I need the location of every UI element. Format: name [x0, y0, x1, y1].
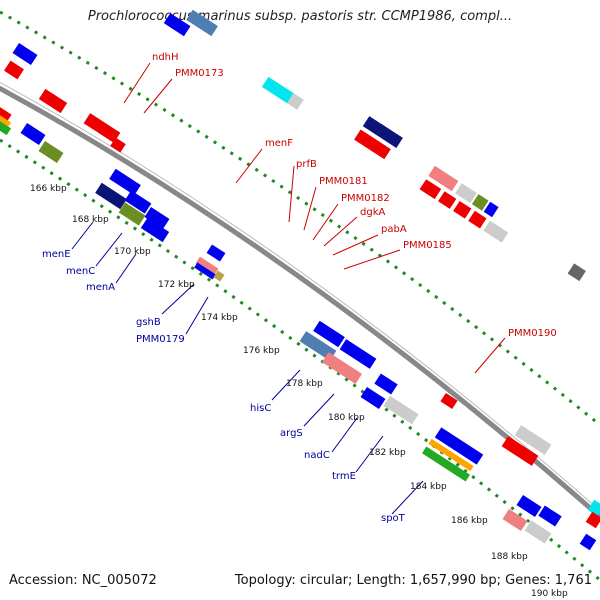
- tick-label: 168 kbp: [72, 215, 109, 225]
- gene-feature: [38, 88, 68, 114]
- tick-label: 166 kbp: [30, 184, 67, 194]
- tick-label: 174 kbp: [201, 313, 238, 323]
- genome-backbone: [0, 85, 600, 521]
- gene-label-top: dgkA: [360, 207, 385, 218]
- gene-feature: [440, 392, 458, 410]
- gene-feature: [109, 168, 141, 196]
- gene-feature: [83, 113, 121, 143]
- tick-label: 186 kbp: [451, 516, 488, 526]
- gene-label-top: PMM0185: [403, 240, 452, 251]
- gene-label-top: PMM0173: [175, 68, 224, 79]
- gene-feature: [455, 183, 477, 204]
- gene-label-bottom: gshB: [136, 317, 161, 328]
- gene-label-top: menF: [265, 138, 293, 149]
- gene-label-top: PMM0181: [319, 176, 368, 187]
- tick-label: 182 kbp: [369, 448, 406, 458]
- gene-feature: [38, 140, 64, 164]
- gene-feature: [438, 191, 457, 209]
- gene-feature: [434, 427, 484, 465]
- gene-feature: [186, 9, 218, 37]
- gene-feature: [501, 436, 539, 466]
- gene-feature: [502, 508, 528, 532]
- gene-feature: [428, 438, 474, 472]
- gene-feature: [163, 13, 191, 37]
- gene-label-top: prfB: [296, 159, 317, 170]
- gene-feature: [20, 122, 46, 146]
- gene-feature: [354, 129, 391, 160]
- tick-label: 178 kbp: [286, 379, 323, 389]
- gene-label-bottom: spoT: [381, 513, 406, 524]
- gene-label-bottom: menE: [42, 249, 71, 260]
- gene-feature: [213, 270, 225, 282]
- gene-feature: [516, 494, 542, 518]
- gene-label-bottom: nadC: [304, 450, 330, 461]
- gene-feature: [428, 165, 459, 192]
- gene-feature: [383, 395, 419, 425]
- gene-feature: [261, 76, 294, 104]
- tick-label: 180 kbp: [328, 413, 365, 423]
- gene-feature: [585, 511, 600, 529]
- bottom-strand-genes: [0, 106, 600, 551]
- guide-line-inner: [0, 138, 600, 582]
- gene-feature: [118, 202, 146, 226]
- accession-text: Accession: NC_005072: [9, 573, 157, 588]
- top-strand-genes: [163, 9, 586, 282]
- gene-feature: [0, 114, 12, 130]
- gene-feature: [4, 60, 24, 80]
- gene-feature: [206, 244, 226, 262]
- gene-feature: [144, 206, 170, 230]
- gene-feature: [140, 217, 170, 243]
- gene-feature: [419, 179, 442, 200]
- gene-feature: [0, 120, 12, 136]
- tick-label: 190 kbp: [531, 589, 568, 599]
- gene-label-bottom: trmE: [332, 471, 356, 482]
- summary-text: Topology: circular; Length: 1,657,990 bp…: [234, 573, 592, 588]
- tick-label: 172 kbp: [158, 280, 195, 290]
- tick-label: 176 kbp: [243, 346, 280, 356]
- gene-label-bottom: menC: [66, 266, 95, 277]
- gene-feature: [321, 352, 363, 384]
- gene-feature: [453, 200, 472, 219]
- tick-label: 170 kbp: [114, 247, 151, 257]
- gene-feature: [468, 210, 487, 229]
- gene-feature: [287, 93, 304, 110]
- gene-feature: [12, 42, 38, 66]
- gene-feature: [538, 505, 562, 527]
- gene-label-top: PMM0190: [508, 328, 557, 339]
- gene-feature: [339, 339, 377, 369]
- gene-feature: [374, 373, 398, 395]
- gene-label-top: PMM0182: [341, 193, 390, 204]
- gene-feature: [194, 262, 216, 280]
- gene-feature: [110, 137, 126, 153]
- gene-feature: [299, 331, 337, 361]
- gene-feature: [360, 386, 386, 410]
- gene-feature: [514, 425, 552, 455]
- gene-feature: [313, 320, 345, 348]
- gene-feature: [483, 201, 499, 218]
- gene-feature: [567, 263, 586, 282]
- gene-feature: [195, 256, 219, 276]
- gene-feature: [362, 116, 403, 148]
- gene-feature: [471, 194, 489, 211]
- gene-feature: [483, 220, 509, 243]
- gene-label-top: pabA: [381, 224, 407, 235]
- tick-label: 188 kbp: [491, 552, 528, 562]
- gene-feature: [579, 533, 597, 551]
- gene-feature: [95, 182, 127, 210]
- gene-feature: [524, 520, 552, 544]
- gene-label-bottom: argS: [280, 428, 303, 439]
- gene-label-bottom: menA: [86, 282, 115, 293]
- gene-feature: [422, 446, 470, 482]
- gene-feature: [587, 499, 600, 517]
- tick-label: 184 kbp: [410, 482, 447, 492]
- gene-label-top: ndhH: [152, 52, 179, 63]
- gene-feature: [0, 106, 12, 124]
- gene-label-bottom: PMM0179: [136, 334, 185, 345]
- gene-feature: [124, 190, 152, 214]
- gene-label-bottom: hisC: [250, 403, 271, 414]
